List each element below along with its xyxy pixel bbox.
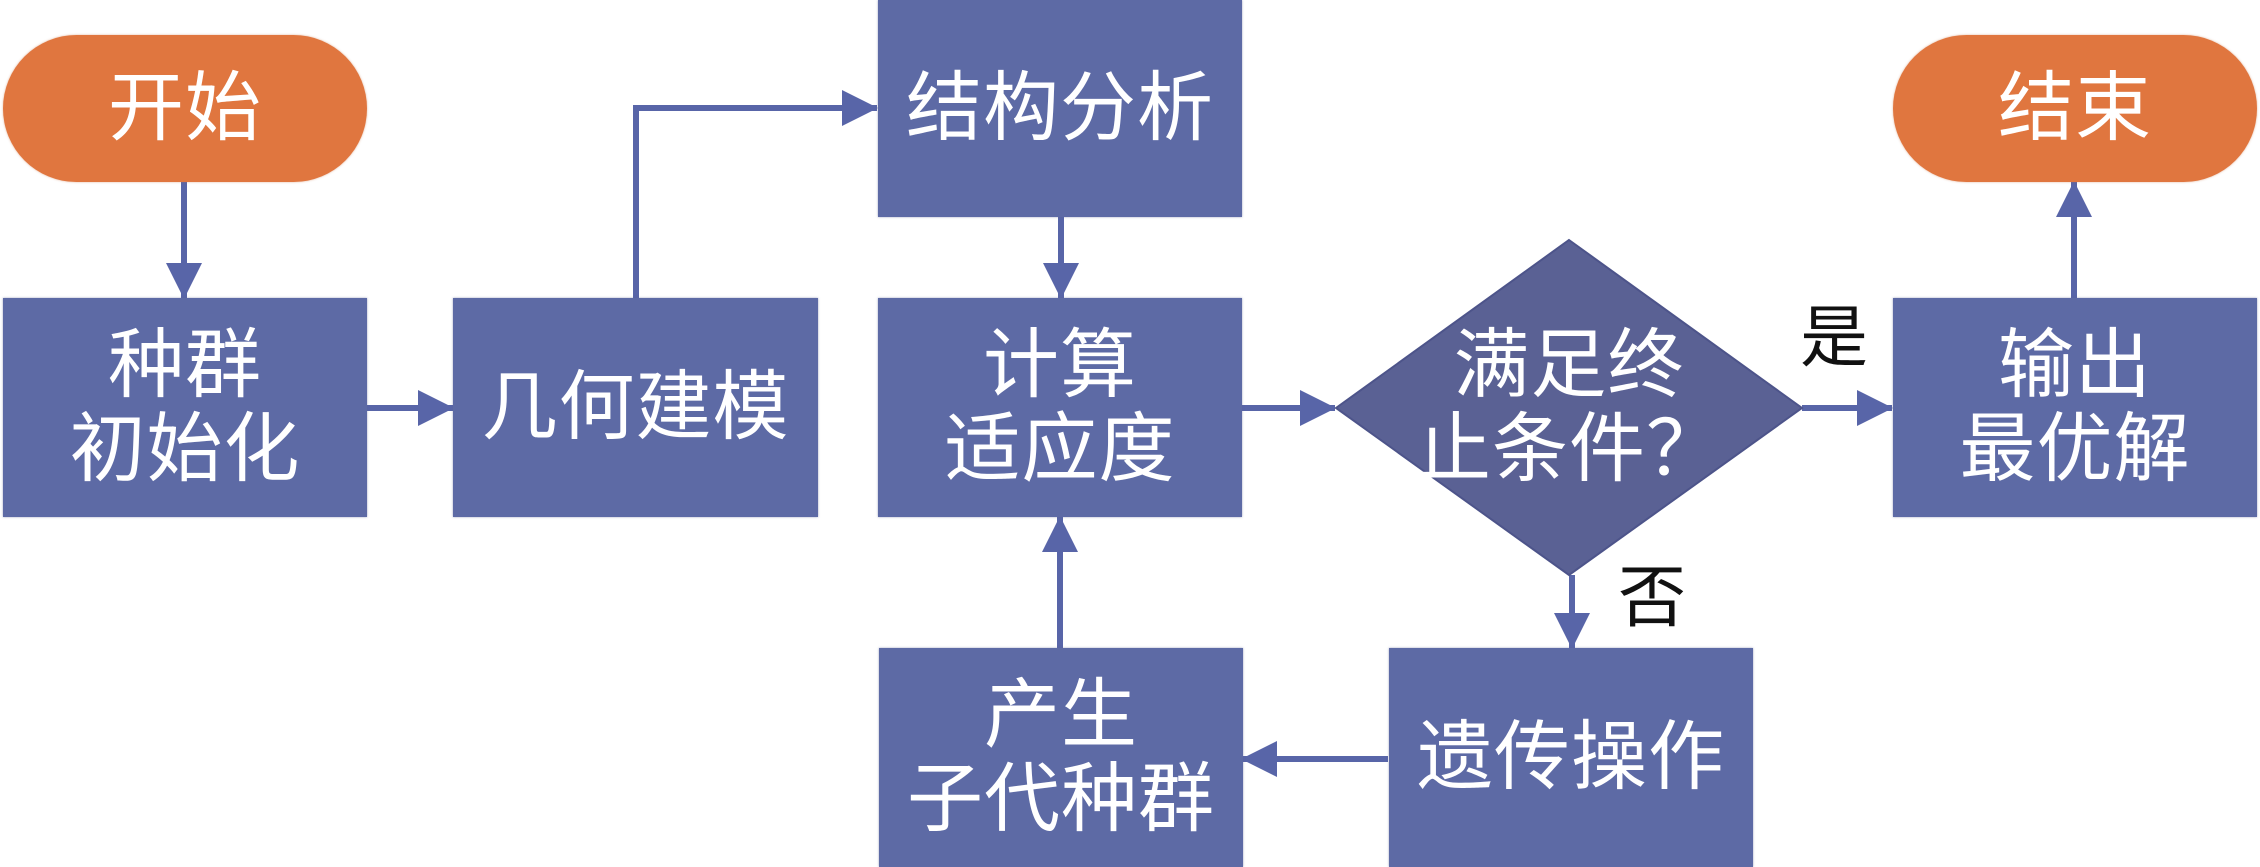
output-best-node: 输出 最优解 [1893,298,2257,517]
init-population-label-line-2: 初始化 [69,407,301,492]
geometric-modeling-label: 几何建模 [481,365,790,450]
compute-fitness-label-line-2: 适应度 [944,407,1176,492]
end-label: 结束 [1998,66,2152,151]
structural-analysis-node: 结构分析 [878,0,1242,217]
generate-offspring-label-line-2: 子代种群 [907,757,1215,842]
genetic-operations-node: 遗传操作 [1389,648,1753,867]
start-label: 开始 [108,66,262,151]
init-population-node: 种群 初始化 [3,298,367,517]
start-node: 开始 [3,35,367,182]
no-branch-label: 否 [1618,560,1687,636]
generate-offspring-label-line-1: 产生 [984,673,1138,758]
init-population-label-line-1: 种群 [108,323,262,408]
end-node: 结束 [1893,35,2257,182]
compute-fitness-node: 计算 适应度 [878,298,1242,517]
compute-fitness-label-line-1: 计算 [983,323,1137,408]
decision-diamond [1334,238,1804,577]
structural-analysis-label: 结构分析 [906,66,1214,151]
arrow-modeling-to-analysis [633,90,878,298]
output-best-label-line-1: 输出 [1998,323,2152,408]
termination-check-label-line-1: 满足终 [1453,324,1685,408]
termination-check-label-line-2: 止条件？ [1415,408,1723,492]
geometric-modeling-node: 几何建模 [453,298,818,517]
output-best-label-line-2: 最优解 [1959,407,2191,492]
yes-branch-label: 是 [1800,300,1869,376]
genetic-operations-label: 遗传操作 [1417,715,1725,800]
generate-offspring-node: 产生 子代种群 [879,648,1243,867]
termination-check-text: 满足终 止条件？ [1336,240,1802,576]
